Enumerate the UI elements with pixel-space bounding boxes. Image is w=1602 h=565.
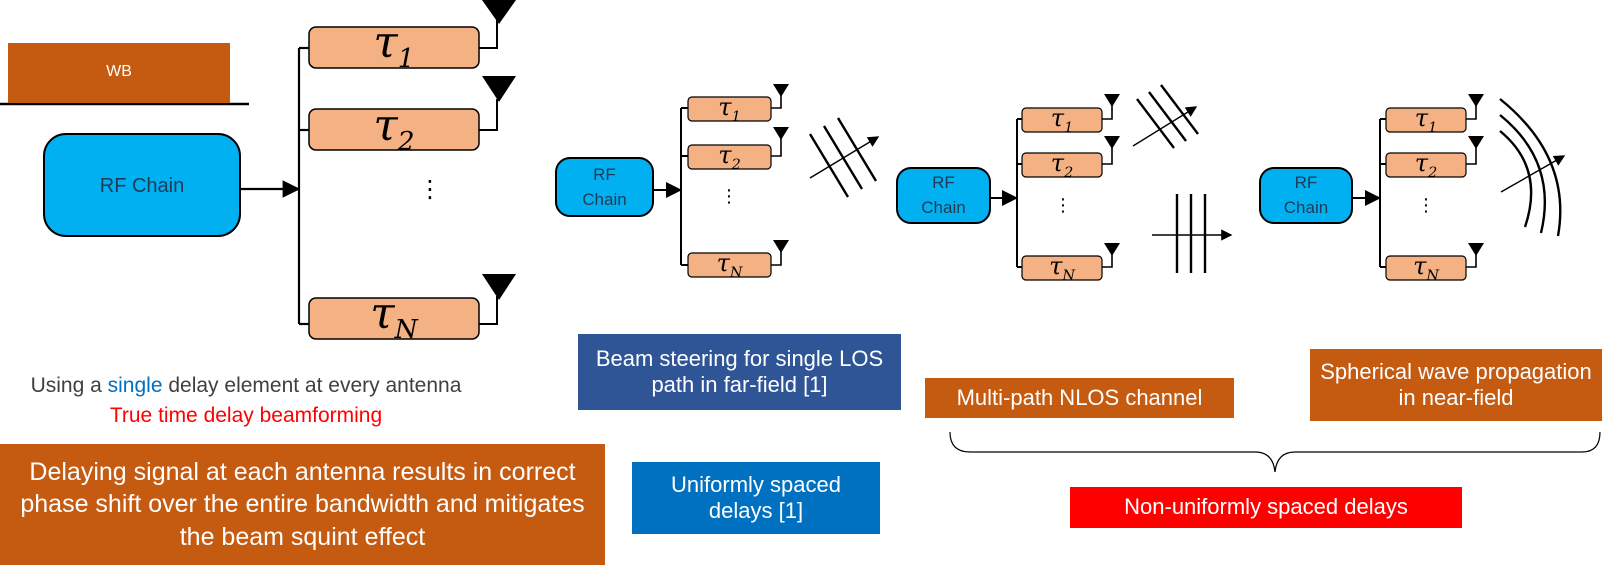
caption-highlight: single — [107, 374, 163, 397]
uniform-delays-box: Uniformly spaced delays [1] — [632, 462, 880, 534]
spherical-wave-icon — [1499, 98, 1566, 237]
delay-branch — [1017, 94, 1120, 133]
delay-block — [1385, 152, 1467, 178]
ellipsis: ⋮ — [1054, 195, 1072, 215]
delay-label: τ1 — [1050, 104, 1074, 136]
delay-label: τ2 — [1050, 149, 1074, 181]
rf-chain-block — [555, 157, 654, 217]
delay-block — [1021, 255, 1103, 281]
near-field-caption-box: Spherical wave propagation in near-field — [1310, 349, 1602, 421]
delay-label: τ2 — [373, 100, 415, 157]
rf-label-line2: Chain — [582, 189, 627, 209]
antenna-icon — [1104, 243, 1120, 256]
antenna-icon — [1104, 136, 1120, 149]
delay-block — [1021, 107, 1103, 133]
antenna-icon — [773, 127, 789, 140]
plane-wave-icon — [808, 117, 880, 198]
rf-label-line1: RF — [1294, 173, 1318, 192]
caption-suffix: delay element at every antenna — [162, 374, 462, 397]
delay-label: τ2 — [718, 141, 741, 173]
far-field-caption-box: Beam steering for single LOS path in far… — [578, 334, 901, 410]
delay-branch — [299, 76, 516, 151]
delay-block — [687, 96, 772, 122]
antenna-icon — [773, 240, 789, 253]
antenna-icon — [1468, 243, 1484, 256]
antenna-icon — [482, 274, 516, 300]
nonuniform-delays-box: Non-uniformly spaced delays — [1070, 487, 1462, 528]
delay-block — [1385, 107, 1467, 133]
delay-block — [1385, 255, 1467, 281]
rf-label-line1: RF — [932, 173, 955, 192]
ttd-caption: True time delay beamforming — [109, 404, 383, 427]
nlos-caption-box: Multi-path NLOS channel — [925, 378, 1234, 418]
delay-label: τ1 — [718, 93, 741, 125]
delay-branch — [681, 84, 789, 122]
rf-chain-label: RF Chain — [1260, 171, 1352, 220]
delay-label: τ1 — [1414, 104, 1438, 136]
curly-brace — [949, 431, 1601, 473]
delay-branch — [681, 127, 789, 170]
rf-chain-label: RF Chain — [897, 171, 990, 220]
delay-label: τ1 — [373, 17, 415, 74]
antenna-icon — [482, 0, 516, 24]
delay-block — [1021, 152, 1103, 178]
delay-branch — [299, 0, 516, 69]
antenna-icon — [1468, 136, 1484, 149]
delay-label: τN — [716, 249, 743, 281]
rf-label-line2: Chain — [921, 197, 966, 217]
ellipsis: ⋮ — [418, 176, 442, 203]
wb-label: WB — [106, 63, 132, 80]
delay-branch — [1017, 243, 1120, 281]
delay-label: τN — [1413, 252, 1439, 284]
delay-branch — [299, 274, 516, 340]
delay-branch — [1017, 136, 1120, 178]
delay-branch — [1380, 136, 1484, 178]
wb-bar — [8, 43, 230, 103]
delay-branch — [1380, 243, 1484, 281]
rf-chain-block — [1259, 167, 1353, 224]
ellipsis: ⋮ — [1417, 195, 1435, 215]
summary-box: Delaying signal at each antenna results … — [0, 444, 605, 565]
antenna-icon — [773, 84, 789, 97]
rf-chain-label: RF Chain — [556, 163, 653, 212]
delay-label: τ2 — [1414, 149, 1438, 181]
rf-chain-block — [43, 133, 241, 237]
delay-branch — [681, 240, 789, 278]
rf-label-line2: Chain — [1283, 197, 1329, 217]
caption-prefix: Using a — [30, 374, 108, 397]
ellipsis: ⋮ — [720, 186, 738, 206]
delay-label: τN — [1049, 252, 1075, 284]
single-delay-caption: Using a single delay element at every an… — [0, 374, 492, 398]
delay-label: τN — [370, 288, 418, 345]
delay-branch — [1380, 94, 1484, 133]
rf-label-line1: RF — [593, 165, 616, 184]
antenna-icon — [482, 76, 516, 102]
rf-chain-label: RF Chain — [99, 175, 185, 197]
multipath-wave-icon — [1132, 84, 1233, 273]
delay-block — [687, 144, 772, 170]
rf-chain-block — [896, 167, 991, 224]
antenna-icon — [1468, 94, 1484, 107]
delay-block — [308, 297, 480, 340]
antenna-icon — [1104, 94, 1120, 107]
